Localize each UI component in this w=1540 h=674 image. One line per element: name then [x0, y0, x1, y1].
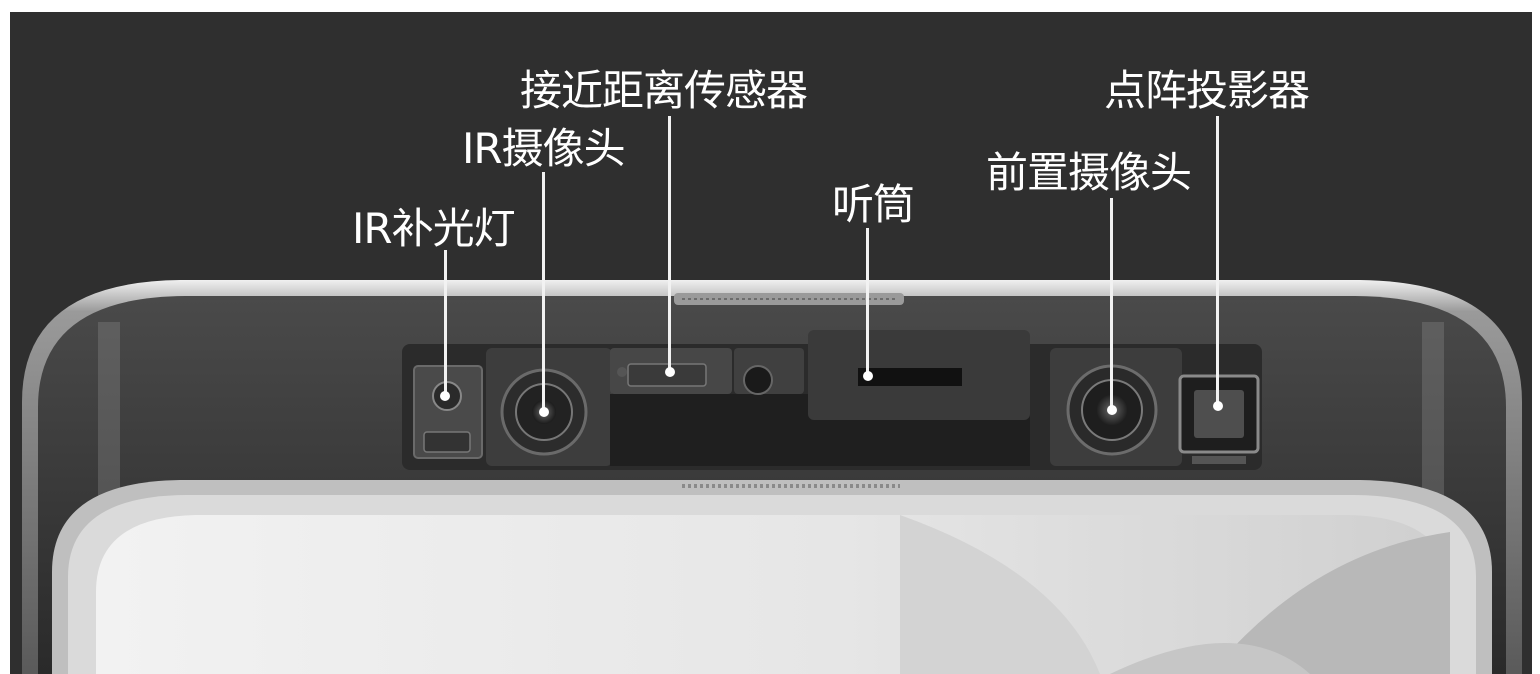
label-ir-flood-light: IR补光灯 — [352, 204, 516, 253]
top-grille — [674, 293, 904, 305]
leader-ir-flood-light — [444, 250, 447, 396]
label-earpiece: 听筒 — [832, 180, 915, 229]
marker-earpiece — [863, 371, 873, 381]
leader-front-camera — [1110, 198, 1113, 410]
label-ir-camera: IR摄像头 — [462, 124, 626, 173]
notch-diagram: IR补光灯 IR摄像头 接近距离传感器 听筒 前置摄像头 点阵投影器 — [10, 12, 1532, 674]
leader-ir-camera — [542, 172, 545, 412]
marker-dot-projector — [1213, 401, 1223, 411]
screen — [96, 515, 1450, 674]
label-front-camera: 前置摄像头 — [986, 148, 1192, 197]
ambient-light-sensor — [743, 365, 773, 395]
leader-dot-projector — [1216, 116, 1219, 406]
marker-ir-camera — [539, 407, 549, 417]
label-dot-projector: 点阵投影器 — [1104, 66, 1310, 115]
phone-top-illustration — [22, 280, 1522, 674]
marker-front-camera — [1107, 405, 1117, 415]
marker-ir-flood-light — [440, 391, 450, 401]
leader-proximity-sensor — [668, 116, 671, 372]
marker-proximity-sensor — [665, 367, 675, 377]
leader-earpiece — [866, 228, 869, 376]
label-proximity-sensor: 接近距离传感器 — [520, 66, 808, 115]
